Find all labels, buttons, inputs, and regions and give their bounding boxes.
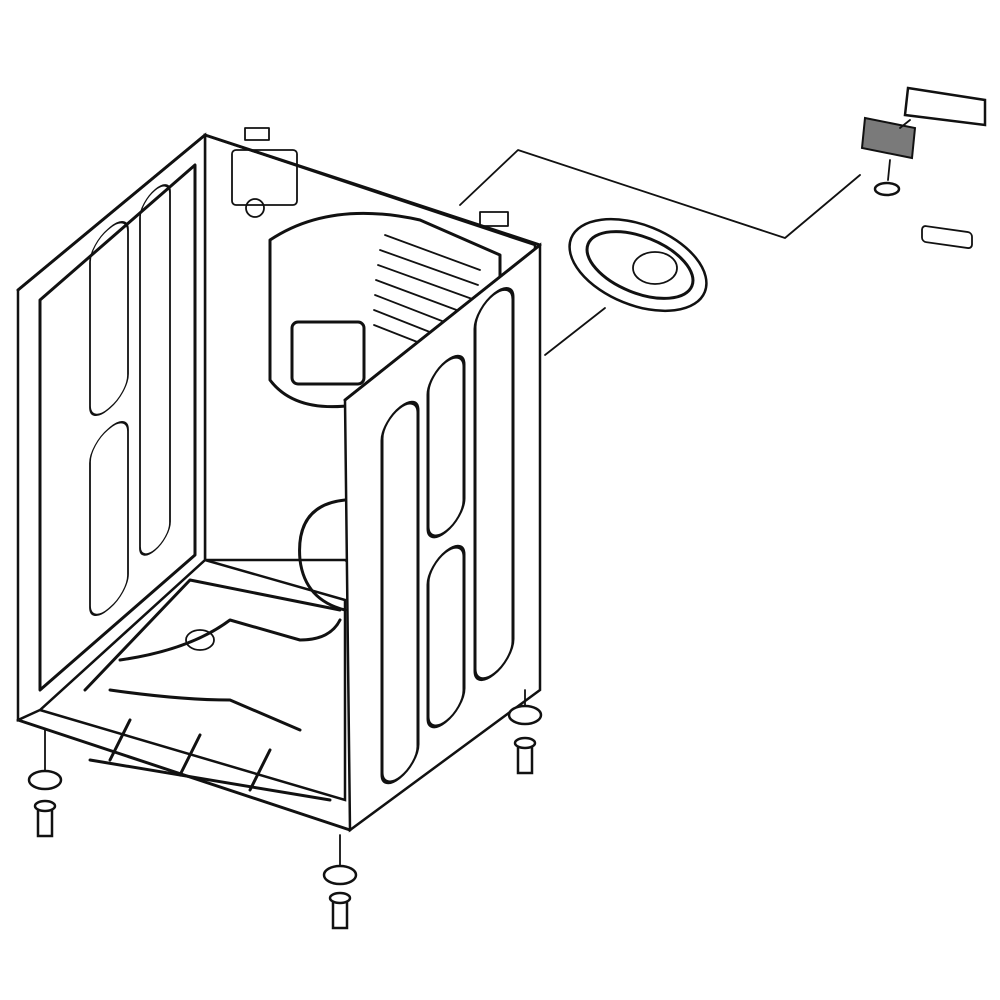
front-bottom-edge — [16, 718, 352, 832]
leader-line — [544, 307, 606, 356]
left-emboss-1 — [89, 221, 129, 417]
hose — [298, 498, 347, 612]
leader-line — [887, 159, 891, 181]
base-hole — [185, 629, 215, 651]
leveling-foot — [507, 704, 543, 775]
corner-clip — [479, 211, 509, 227]
corner-clip — [244, 127, 270, 141]
right-emboss-4 — [473, 287, 515, 682]
rear-window — [290, 320, 366, 386]
leader-line — [899, 119, 911, 129]
base-channel — [83, 578, 342, 732]
rear-hole — [245, 198, 265, 218]
leader-line — [459, 149, 861, 239]
right-emboss-1 — [380, 400, 420, 785]
filter-grommet — [873, 181, 901, 197]
rear-bracket — [231, 149, 298, 206]
leveling-foot — [27, 769, 63, 838]
exhaust-duct-ring — [568, 217, 708, 313]
top-rim — [16, 133, 542, 402]
right-emboss-2 — [426, 354, 466, 539]
filter-screen — [860, 116, 917, 160]
leveling-foot — [322, 864, 358, 930]
base-ribs — [88, 718, 332, 802]
left-emboss-3 — [139, 184, 171, 556]
left-panel-inner — [38, 163, 197, 692]
filter-cover — [903, 86, 987, 249]
cabinet — [16, 127, 542, 833]
left-emboss-2 — [89, 421, 129, 617]
right-emboss-3 — [426, 544, 466, 729]
